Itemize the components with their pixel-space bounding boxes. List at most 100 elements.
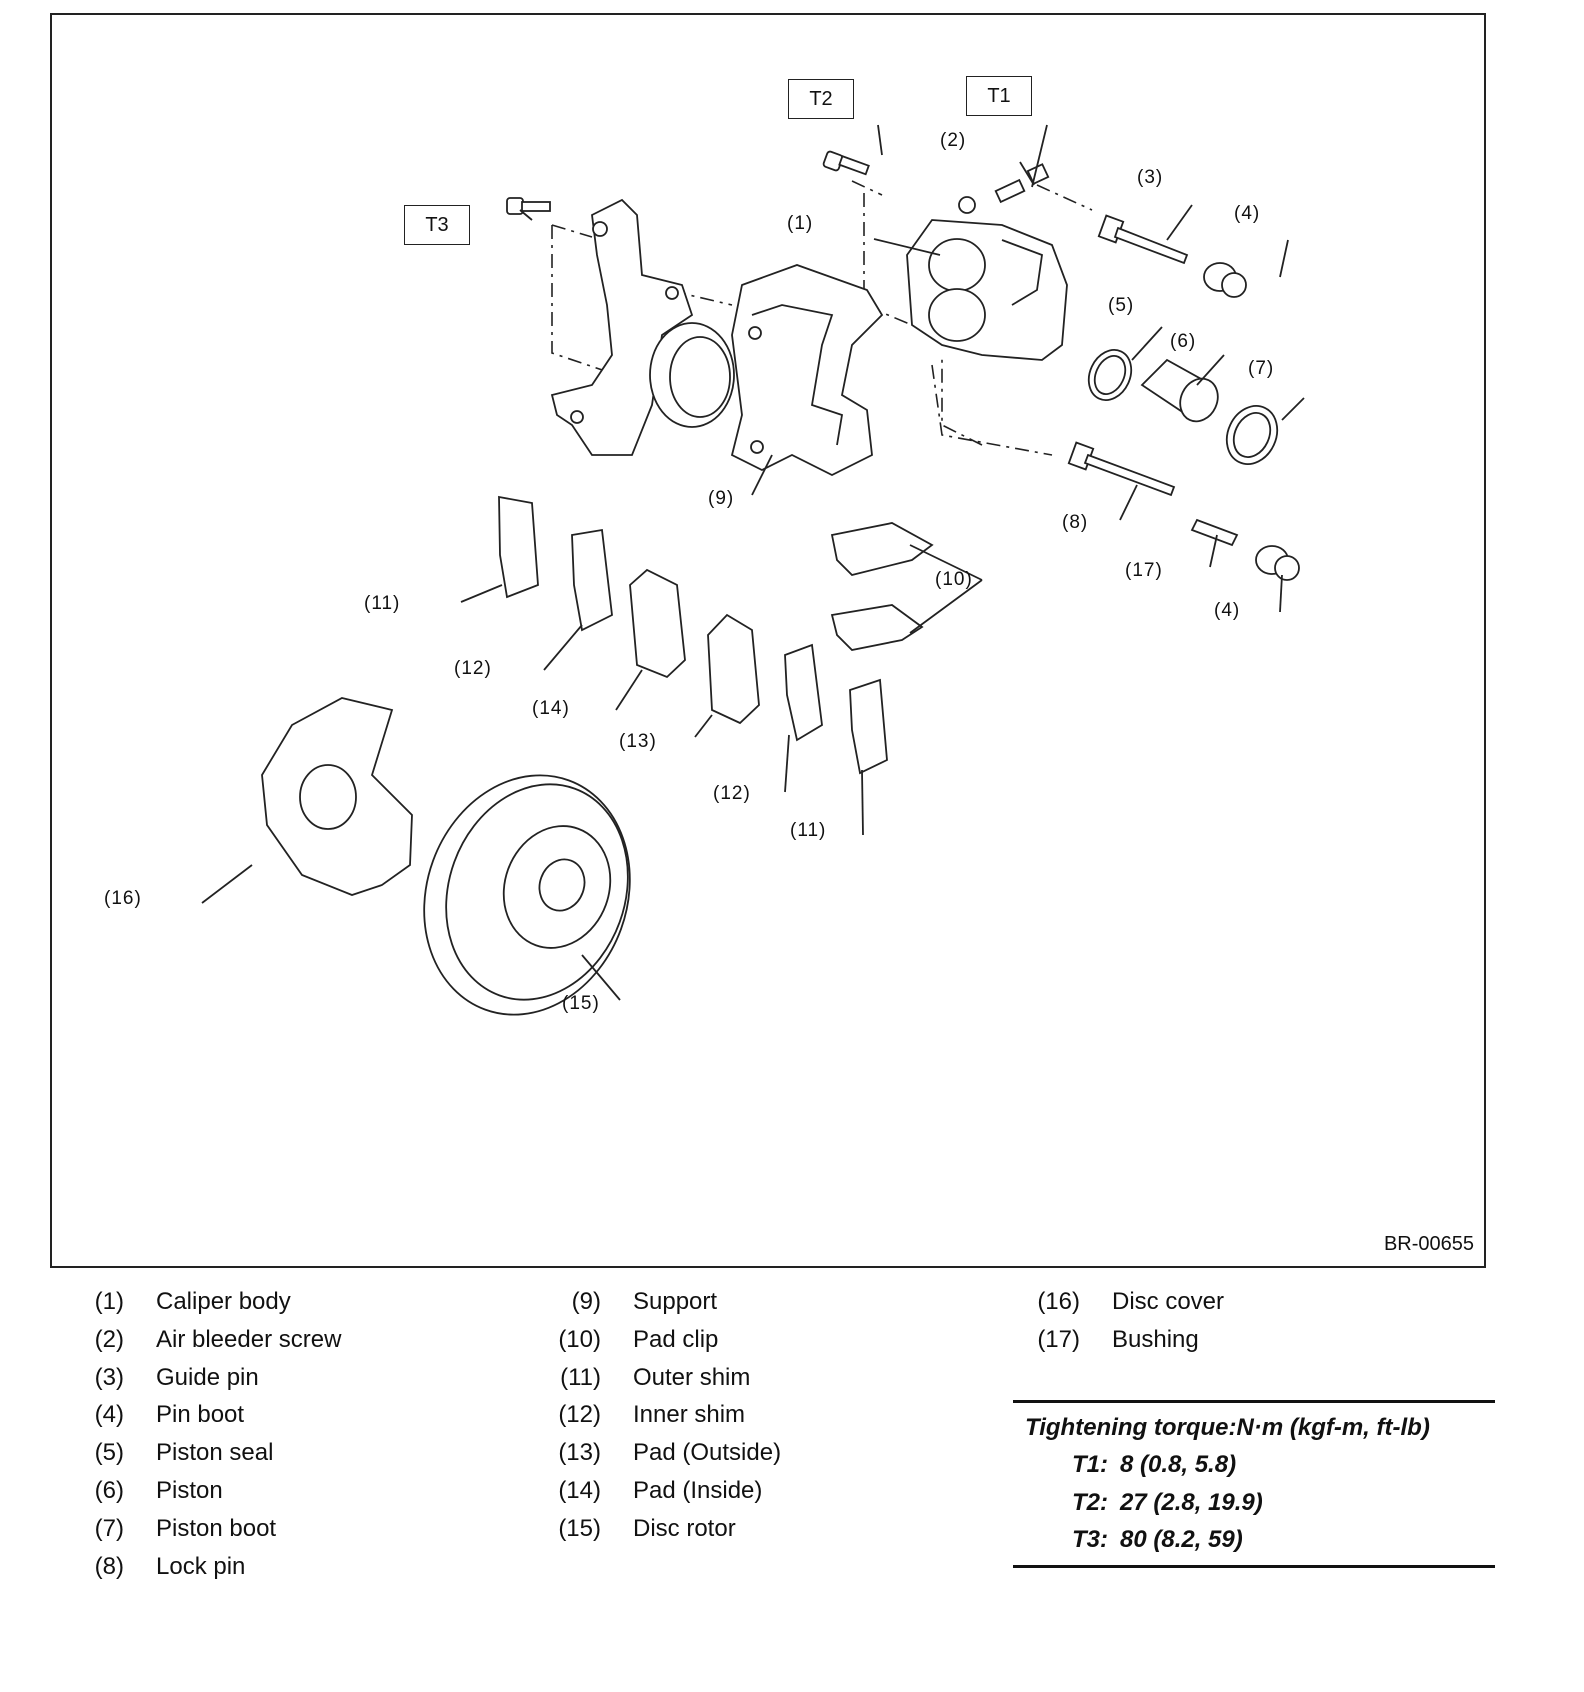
legend-item: (14) Pad (Inside) bbox=[535, 1477, 781, 1515]
outer-shim-left bbox=[498, 495, 539, 599]
legend-item: (15)Disc rotor bbox=[535, 1515, 781, 1553]
torque-code: T2: bbox=[1072, 1488, 1108, 1516]
air-bleeder-screw bbox=[994, 163, 1050, 204]
torque-value: 80 (8.2, 59) bbox=[1120, 1526, 1243, 1553]
legend-item: (9) Support bbox=[535, 1288, 781, 1326]
callout-8: (8) bbox=[1062, 512, 1089, 533]
legend-item: (11)Outer shim bbox=[535, 1364, 781, 1402]
callout-17: (17) bbox=[1125, 560, 1163, 581]
callout-12-left: (12) bbox=[454, 658, 492, 679]
legend-num: (16) bbox=[1037, 1288, 1080, 1315]
legend-num: (17) bbox=[1037, 1325, 1080, 1353]
legend-name: Guide pin bbox=[156, 1363, 259, 1391]
callout-2: (2) bbox=[940, 130, 967, 151]
pad-clips bbox=[830, 522, 934, 651]
legend-name: Pin boot bbox=[156, 1401, 245, 1429]
legend-name: Pad (Inside) bbox=[633, 1476, 763, 1504]
leader-lines bbox=[201, 124, 1305, 1001]
legend-item: (4) Pin boot bbox=[58, 1401, 341, 1439]
t2-bolt bbox=[822, 150, 870, 176]
legend-name: Piston bbox=[156, 1476, 223, 1504]
exploded-view-figure: T2 T1 T3 (1) (2) (3) (4) (5) (6) (7) (8)… bbox=[50, 13, 1486, 1268]
callout-5: (5) bbox=[1108, 295, 1135, 316]
legend-name: Bushing bbox=[1112, 1325, 1199, 1353]
legend-num: (10) bbox=[558, 1325, 601, 1353]
legend-num: (9) bbox=[571, 1288, 601, 1315]
pad-inside bbox=[629, 568, 686, 679]
callout-9: (9) bbox=[708, 488, 735, 509]
callout-11-right: (11) bbox=[790, 820, 827, 841]
torque-title: Tightening torque:N·m (kgf-m, ft-lb) bbox=[1025, 1414, 1430, 1441]
legend-name: Support bbox=[633, 1288, 718, 1315]
callout-15: (15) bbox=[562, 993, 600, 1014]
legend-num: (12) bbox=[558, 1401, 601, 1429]
legend-num: (4) bbox=[94, 1401, 124, 1429]
legend-name: Caliper body bbox=[156, 1288, 291, 1315]
callout-1: (1) bbox=[787, 213, 814, 234]
torque-row: T1:8 (0.8, 5.8) bbox=[1013, 1446, 1495, 1484]
legend-name: Lock pin bbox=[156, 1552, 246, 1580]
legend-item: (1) Caliper body bbox=[58, 1288, 341, 1326]
legend-name: Pad clip bbox=[633, 1325, 719, 1353]
legend-item: (2) Air bleeder screw bbox=[58, 1325, 342, 1364]
lock-pin bbox=[1067, 441, 1176, 497]
pin-boot-upper bbox=[1203, 262, 1247, 298]
callout-10: (10) bbox=[935, 569, 973, 590]
legend-name: Disc rotor bbox=[633, 1514, 736, 1542]
brake-assembly-drawing bbox=[201, 124, 1305, 1016]
legend-num: (5) bbox=[94, 1439, 124, 1467]
legend-name: Air bleeder screw bbox=[156, 1325, 342, 1353]
legend-column-1: (1) Caliper body (2) Air bleeder screw (3)… bbox=[58, 1288, 342, 1591]
callout-7: (7) bbox=[1248, 358, 1275, 379]
legend-num: (8) bbox=[94, 1552, 124, 1580]
legend-item: (3) Guide pin bbox=[58, 1364, 341, 1402]
outer-shim-right bbox=[849, 678, 888, 775]
torque-table: Tightening torque:N·m (kgf-m, ft-lb) T1:… bbox=[1013, 1400, 1495, 1568]
torque-row: T3: 80 (8.2, 59) bbox=[1013, 1521, 1495, 1559]
callout-13: (13) bbox=[619, 731, 657, 752]
torque-code: T3: bbox=[1072, 1526, 1108, 1553]
disc-rotor bbox=[423, 774, 631, 1016]
piston bbox=[1140, 358, 1219, 423]
figure-id: BR-00655 bbox=[1383, 1233, 1474, 1255]
pin-boot-lower bbox=[1255, 545, 1300, 581]
legend-name: Piston boot bbox=[156, 1514, 277, 1542]
piston-boot bbox=[1225, 405, 1279, 465]
legend-item: (13) Pad (Outside) bbox=[535, 1439, 781, 1477]
callout-4-upper: (4) bbox=[1234, 203, 1261, 224]
legend-num: (2) bbox=[94, 1325, 124, 1353]
torque-box-t2: T2 bbox=[788, 79, 854, 119]
torque-box-t1: T1 bbox=[966, 76, 1032, 116]
legend-name: Piston seal bbox=[156, 1439, 274, 1467]
legend-num: (13) bbox=[558, 1439, 601, 1467]
legend-num: (11) bbox=[560, 1363, 601, 1391]
piston-seal bbox=[1087, 349, 1133, 401]
legend-item: (16) Disc cover bbox=[1014, 1288, 1224, 1326]
steering-knuckle bbox=[550, 198, 735, 456]
callout-11-left: (11) bbox=[364, 593, 401, 614]
torque-value: 27 (2.8, 19.9) bbox=[1120, 1488, 1263, 1516]
bushing bbox=[1190, 518, 1239, 547]
legend-name: Pad (Outside) bbox=[633, 1439, 782, 1467]
legend-item: (8) Lock pin bbox=[58, 1553, 341, 1591]
legend-item: (6) Piston bbox=[58, 1477, 341, 1515]
caliper-support bbox=[730, 264, 884, 477]
legend-num: (1) bbox=[94, 1288, 124, 1315]
legend-num: (7) bbox=[94, 1514, 124, 1542]
legend-column-2: (9) Support (10) Pad clip (11)Outer shim (… bbox=[535, 1288, 781, 1553]
legend-num: (6) bbox=[94, 1476, 124, 1504]
legend-num: (14) bbox=[558, 1476, 601, 1504]
legend-item: (5) Piston seal bbox=[58, 1439, 341, 1477]
callout-3: (3) bbox=[1137, 167, 1164, 188]
torque-row: T2: 27 (2.8, 19.9) bbox=[1013, 1484, 1495, 1522]
caliper-body bbox=[906, 196, 1068, 361]
torque-box-t3: T3 bbox=[404, 205, 470, 245]
legend-num: (3) bbox=[94, 1363, 124, 1391]
legend-item: (10) Pad clip bbox=[535, 1326, 781, 1364]
legend-item: (7) Piston boot bbox=[58, 1515, 341, 1553]
callout-4-lower: (4) bbox=[1214, 600, 1241, 621]
callout-12-right: (12) bbox=[713, 783, 751, 804]
pad-outside bbox=[707, 613, 760, 725]
torque-code: T1: bbox=[1072, 1451, 1108, 1478]
legend-name: Disc cover bbox=[1112, 1288, 1225, 1315]
